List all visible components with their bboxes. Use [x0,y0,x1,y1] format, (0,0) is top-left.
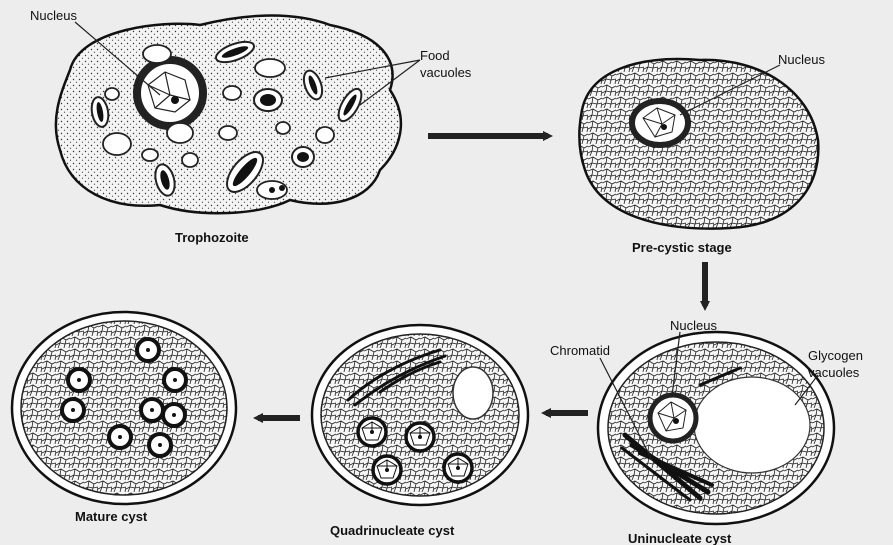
mature-cyst: Mature cyst [12,312,236,524]
glycogen-vacuoles-label-line2: vacuoles [808,365,860,380]
glycogen-vacuole [694,377,810,473]
food-vacuoles-label-line2: vacuoles [420,65,472,80]
trophozoite-nucleus-label: Nucleus [30,8,77,23]
uninucleate-nucleus [650,395,696,441]
uninucleate-caption: Uninucleate cyst [628,531,732,545]
trophozoite-nucleus [137,60,203,126]
trophozoite: Nucleus Food vacuoles Trophozoite [30,8,472,245]
quadrinucleate-caption: Quadrinucleate cyst [330,523,455,538]
trophozoite-caption: Trophozoite [175,230,249,245]
precystic-body [579,59,818,228]
uninucleate-nucleus-label: Nucleus [670,318,717,333]
quadrinucleate-cyst: Quadrinucleate cyst [312,325,528,538]
mature-caption: Mature cyst [75,509,148,524]
precystic-stage: Nucleus Pre-cystic stage [579,52,825,255]
chromatid-label: Chromatid [550,343,610,358]
precystic-nucleus-label: Nucleus [778,52,825,67]
precystic-nucleus [632,101,688,145]
uninucleate-cyst: Nucleus Chromatid Glycogen vacuoles Unin… [550,318,863,545]
glycogen-vacuoles-label-line1: Glycogen [808,348,863,363]
precystic-caption: Pre-cystic stage [632,240,732,255]
quadrinucleate-glycogen-vacuole [453,367,493,419]
food-vacuoles-label-line1: Food [420,48,450,63]
